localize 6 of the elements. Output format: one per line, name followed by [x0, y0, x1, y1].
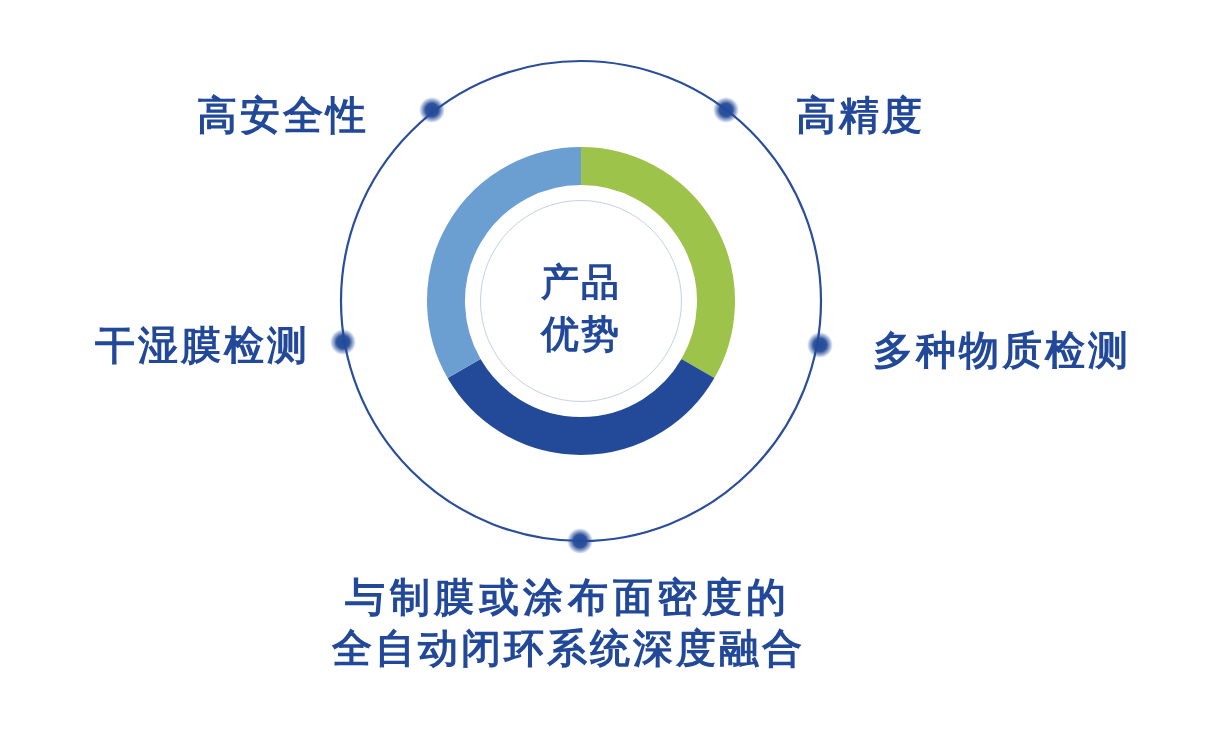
feature-label: 高精度 [796, 95, 925, 135]
feature-caption: 与制膜或涂布面密度的全自动闭环系统深度融合 [330, 573, 806, 673]
feature-label: 干湿膜检测 [95, 325, 310, 365]
feature-label: 多种物质检测 [873, 330, 1131, 370]
center-title: 产品优势 [539, 259, 622, 358]
feature-label: 高安全性 [197, 95, 369, 135]
